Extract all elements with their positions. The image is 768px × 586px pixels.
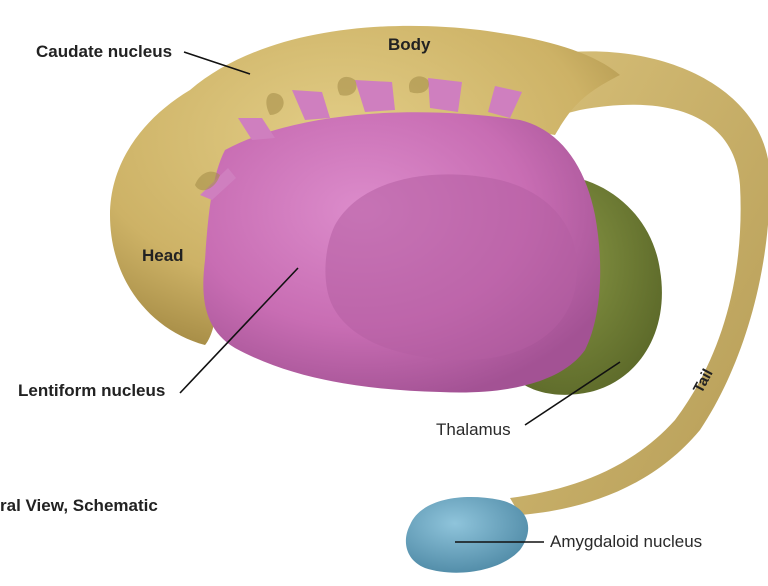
lentiform-inner-shading	[325, 174, 577, 360]
label-body: Body	[388, 35, 431, 55]
amygdaloid-nucleus-shape	[406, 497, 528, 573]
label-head: Head	[142, 246, 184, 266]
label-thalamus: Thalamus	[436, 420, 511, 440]
label-caudate-nucleus: Caudate nucleus	[36, 42, 172, 62]
label-amygdaloid-nucleus: Amygdaloid nucleus	[550, 532, 702, 552]
label-lentiform-nucleus: Lentiform nucleus	[18, 381, 165, 401]
view-caption: ral View, Schematic	[0, 496, 158, 516]
